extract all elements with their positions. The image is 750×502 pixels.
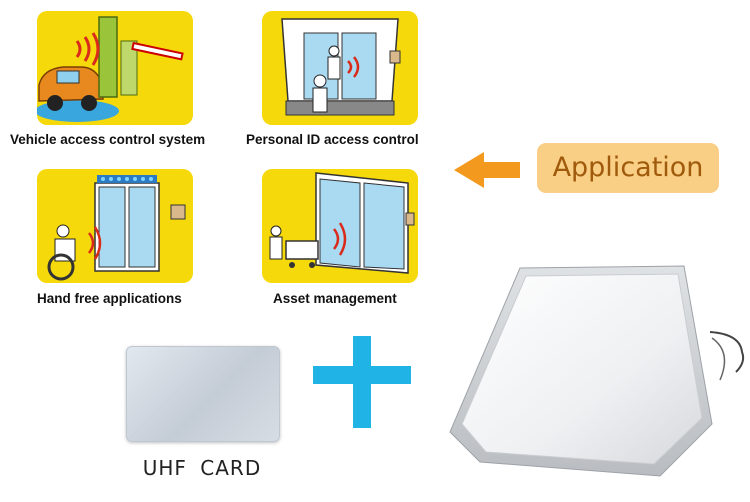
asset-management-tile: [262, 169, 418, 283]
uhf-card-image: [126, 346, 280, 442]
plus-icon: [313, 336, 411, 428]
personal-id-caption: Personal ID access control: [246, 132, 419, 147]
hand-free-caption: Hand free applications: [37, 291, 182, 306]
arrow-left-icon: [454, 152, 520, 188]
vehicle-access-illustration: [37, 16, 184, 122]
vehicle-access-tile: [37, 11, 193, 125]
asset-management-illustration: [269, 172, 415, 274]
hand-free-illustration: [47, 175, 186, 281]
personal-id-illustration: [281, 18, 401, 116]
application-label: Application: [552, 152, 704, 183]
uhf-antenna-image: [449, 265, 745, 477]
uhf-card-label: UHF CARD: [142, 456, 262, 480]
personal-id-tile: [262, 11, 418, 125]
application-callout: Application: [537, 143, 719, 193]
asset-management-caption: Asset management: [273, 291, 397, 306]
vehicle-access-caption: Vehicle access control system: [10, 132, 206, 147]
hand-free-tile: [37, 169, 193, 283]
